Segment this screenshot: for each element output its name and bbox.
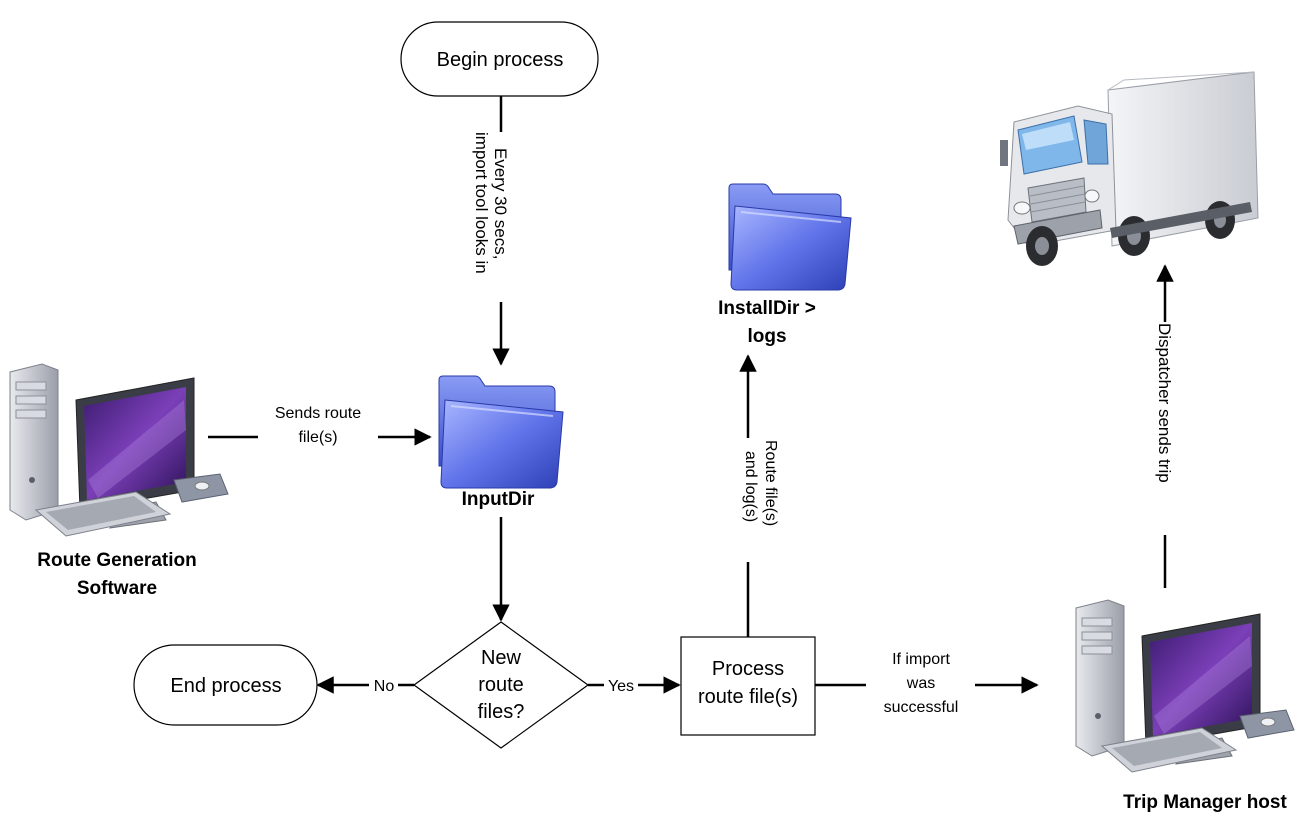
process-label-2: route file(s): [698, 686, 798, 708]
install-dir-node: InstallDir > logs: [718, 183, 852, 347]
edge-label-route-logs-2: and log(s): [742, 451, 759, 522]
install-dir-label-1: InstallDir >: [718, 298, 816, 319]
install-dir-label-2: logs: [747, 326, 786, 347]
edge-label-dispatcher: Dispatcher sends trip: [1155, 323, 1174, 483]
edge-label-route-logs-1: Route file(s): [762, 440, 779, 526]
edge-label-if-import-3: successful: [884, 699, 959, 716]
edge-label-every-30-line1: Every 30 secs,: [491, 148, 510, 260]
decision-label-2: route: [478, 674, 524, 696]
begin-process-node: Begin process: [400, 21, 599, 97]
desktop-computer-icon: [1075, 599, 1295, 773]
edge-label-yes: Yes: [608, 678, 634, 695]
route-generation-node: Route Generation Software: [9, 363, 229, 599]
edge-label-if-import-1: If import: [892, 651, 950, 668]
route-gen-label-1: Route Generation: [37, 550, 196, 571]
truck-icon: [1000, 71, 1259, 266]
folder-icon: [728, 183, 852, 291]
end-process-label: End process: [170, 675, 281, 697]
edge-label-every-30-line2: import tool looks in: [472, 132, 491, 274]
edge-label-sends-route-1: Sends route: [275, 405, 361, 422]
svg-text:import tool looks in: import tool looks in: [472, 132, 491, 274]
edge-label-every-30: Every 30 secs, import tool looks in: [472, 132, 510, 274]
edge-label-if-import-2: was: [906, 675, 935, 692]
process-label-1: Process: [712, 658, 784, 680]
decision-label-3: files?: [478, 701, 525, 723]
folder-icon: [438, 375, 564, 489]
decision-label-1: New: [481, 647, 522, 669]
trip-manager-label: Trip Manager host: [1123, 792, 1287, 813]
trip-manager-node: Trip Manager host: [1075, 599, 1295, 813]
decision-node: New route files?: [412, 621, 590, 749]
process-node: Process route file(s): [680, 636, 816, 736]
end-process-node: End process: [133, 644, 318, 726]
svg-text:Every 30 secs,: Every 30 secs,: [491, 148, 510, 260]
edge-label-no: No: [374, 678, 395, 695]
begin-process-label: Begin process: [437, 49, 564, 71]
desktop-computer-icon: [9, 363, 229, 537]
input-dir-node: InputDir: [438, 375, 564, 510]
edge-label-route-logs: Route file(s) and log(s): [742, 440, 779, 526]
edge-label-sends-route-2: file(s): [298, 429, 337, 446]
input-dir-label: InputDir: [462, 489, 535, 510]
route-gen-label-2: Software: [77, 578, 157, 599]
